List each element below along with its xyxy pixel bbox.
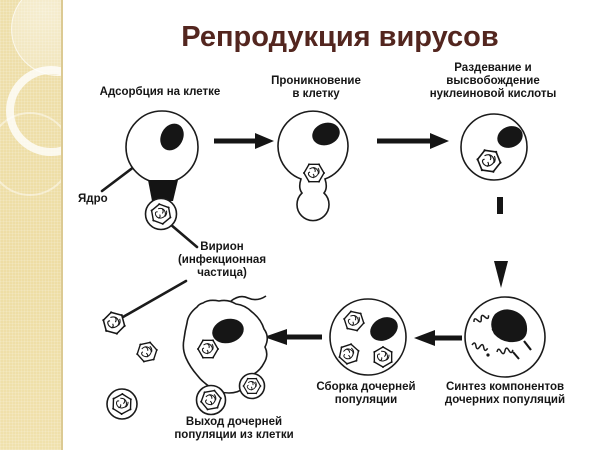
label-virion: Вирион (инфекционная частица)	[177, 241, 267, 280]
cell-uncoating	[460, 113, 528, 181]
label-synthesis: Синтез компонентов дочерних популяций	[444, 381, 566, 407]
cell-penetration	[277, 110, 349, 222]
membrane-squiggle	[230, 295, 267, 302]
cell-synthesis	[464, 296, 546, 378]
arrow-right-icon	[377, 133, 449, 149]
cell-nucleus	[491, 309, 528, 343]
virion-attachment	[148, 180, 178, 201]
label-exit: Выход дочерней популяции из клетки	[174, 416, 294, 442]
component-strand	[491, 326, 500, 331]
slide-title: Репродукция вирусов	[181, 21, 499, 53]
arrow-left-icon	[414, 330, 462, 346]
label-nucleus: Ядро	[78, 193, 108, 205]
virus-particle-icon	[133, 339, 161, 365]
decorative-circle-faint	[0, 112, 61, 196]
virion-enveloped	[144, 197, 178, 231]
virion-pointer-line	[121, 279, 188, 319]
virion-pointer-line	[168, 222, 199, 249]
cell-nucleus	[160, 123, 184, 151]
cell-nucleus	[370, 317, 398, 341]
cell-nucleus	[312, 122, 340, 146]
label-assembly: Сборка дочерней популяции	[316, 381, 416, 407]
virion-enveloped	[195, 384, 227, 416]
label-uncoating: Раздевание и высвобождение нуклеиновой к…	[429, 62, 557, 101]
label-penetration: Проникновение в клетку	[271, 75, 361, 101]
cell-nucleus	[497, 126, 523, 148]
sidebar-decoration	[0, 0, 63, 450]
component-strand	[512, 351, 520, 360]
arrow-down-icon	[494, 197, 508, 288]
cell-assembly	[329, 298, 407, 376]
component-strand	[523, 340, 532, 351]
component-dot	[486, 353, 490, 357]
arrow-right-icon	[214, 133, 274, 149]
cell-nucleus	[212, 318, 244, 344]
virion-enveloped	[106, 388, 138, 420]
label-adsorption: Адсорбция на клетке	[99, 86, 221, 98]
cell-adsorption	[125, 110, 199, 201]
cell-exit	[182, 295, 269, 400]
virus-particle-icon	[98, 308, 130, 338]
arrow-left-icon	[264, 329, 322, 345]
